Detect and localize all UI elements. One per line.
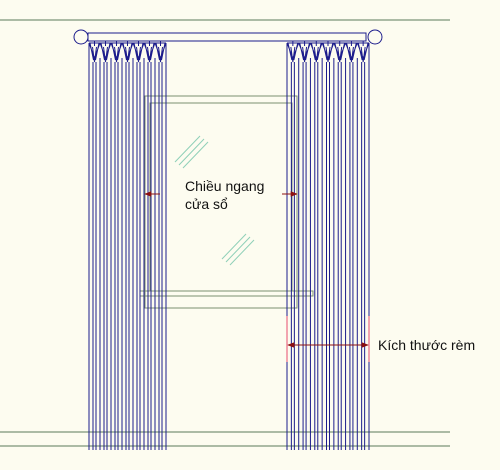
rod-finial-left — [73, 29, 89, 45]
curtain-size-label: Kích thước rèm — [378, 337, 476, 353]
glass-reflection — [174, 135, 255, 266]
rod-finial-right — [367, 29, 383, 45]
window-width-label-line2: cửa sổ — [185, 196, 228, 212]
right-curtain-pleat-head — [356, 42, 370, 63]
left-curtain-pleat-head — [88, 42, 101, 63]
left-curtain-pleat-head — [132, 42, 145, 63]
window — [139, 95, 314, 309]
right-curtain-pleat-head — [286, 42, 300, 63]
window-frame-outer — [144, 95, 298, 309]
curtain-rod — [73, 29, 383, 45]
right-curtain-pleat-head — [309, 42, 323, 63]
right-curtain-pleat-head — [321, 42, 335, 63]
right-curtain-pleat-head — [298, 42, 311, 63]
curtain-size-dimension — [286, 316, 370, 362]
left-curtain — [88, 41, 167, 450]
right-curtain — [286, 41, 370, 450]
right-curtain-pleat-head — [333, 42, 347, 63]
left-curtain-pleat-head — [143, 42, 156, 63]
rod-bar — [87, 32, 367, 42]
left-curtain-pleat-head — [99, 42, 112, 63]
left-curtain-pleat-head — [110, 42, 123, 63]
right-curtain-pleat-head — [345, 42, 358, 63]
left-curtain-pleat-head — [154, 42, 167, 63]
wall-lines — [0, 19, 450, 447]
left-curtain-pleat-head — [121, 42, 134, 63]
window-width-label-line1: Chiều ngang — [185, 178, 265, 194]
